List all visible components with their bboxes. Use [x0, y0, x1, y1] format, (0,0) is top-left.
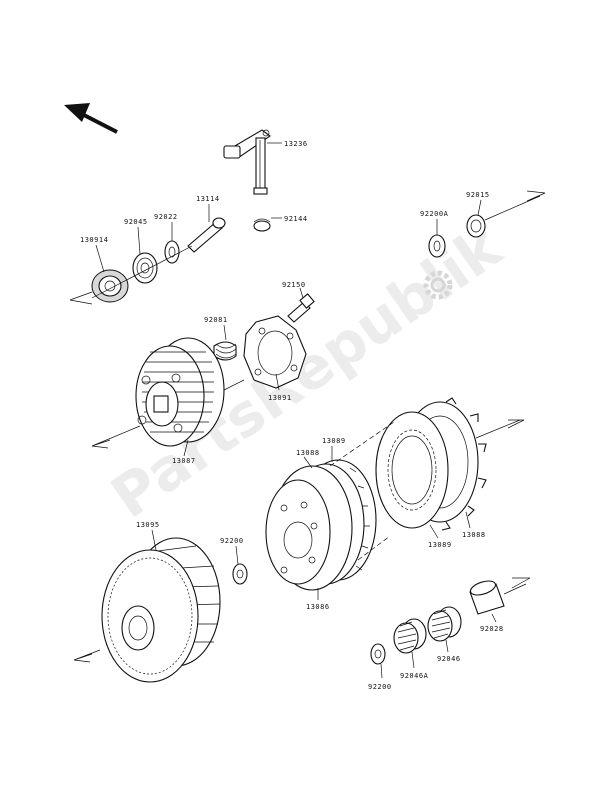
part-92046-needle-bearing	[427, 606, 462, 653]
label-13236: 13236	[284, 140, 308, 148]
label-92028: 92028	[480, 625, 504, 633]
part-13095-clutch-housing	[101, 529, 221, 683]
part-92200-washer-bottom	[370, 643, 386, 679]
label-92015: 92015	[466, 191, 490, 199]
part-13086-clutch-center	[265, 459, 377, 600]
part-130914-adjuster	[91, 244, 129, 303]
label-92200-mid: 92200	[220, 537, 244, 545]
middle-axis-line	[91, 425, 141, 449]
label-13091: 13091	[268, 394, 292, 402]
label-92200-bottom: 92200	[368, 683, 392, 691]
part-13089-steel-plate	[375, 411, 449, 539]
label-13088-top: 13088	[296, 449, 320, 457]
label-13086: 13086	[306, 603, 330, 611]
label-92144: 92144	[284, 215, 308, 223]
part-92144-spring	[253, 217, 282, 232]
part-92045-bearing	[132, 226, 158, 284]
gear-icon	[423, 270, 453, 300]
label-13095: 13095	[136, 521, 160, 529]
part-92046a-needle-bearing	[393, 618, 427, 669]
label-13089-top: 13089	[322, 437, 346, 445]
label-13088-right: 13088	[462, 531, 486, 539]
label-130914: 130914	[80, 236, 108, 244]
lower-axis-line	[73, 649, 101, 663]
label-92045: 92045	[124, 218, 148, 226]
part-92028-sleeve	[469, 580, 505, 623]
part-13087-clutch-hub	[135, 337, 225, 457]
part-92150-bolt	[287, 287, 315, 323]
label-13114: 13114	[196, 195, 220, 203]
label-92022: 92022	[154, 213, 178, 221]
part-92022-washer	[164, 222, 180, 264]
label-13089-right: 13089	[428, 541, 452, 549]
direction-arrow-icon	[64, 103, 118, 134]
label-92046a: 92046A	[400, 672, 429, 680]
part-13236-release-shaft	[223, 129, 282, 195]
plates-axis-line	[475, 419, 525, 439]
label-13087: 13087	[172, 457, 196, 465]
right-axis-line	[484, 190, 546, 221]
part-13091-pressure-plate	[243, 315, 307, 391]
part-92200a-washer	[428, 219, 446, 258]
label-92046: 92046	[437, 655, 461, 663]
upper-axis-line	[69, 291, 93, 305]
part-92200-washer-mid	[232, 545, 248, 585]
label-92081: 92081	[204, 316, 228, 324]
part-13114-push-rod	[187, 204, 226, 253]
label-92150: 92150	[282, 281, 306, 289]
label-92200a: 92200A	[420, 210, 449, 218]
part-92015-washer	[466, 199, 486, 238]
plate-guide-lines	[329, 421, 395, 561]
part-92081-spring	[213, 324, 237, 361]
